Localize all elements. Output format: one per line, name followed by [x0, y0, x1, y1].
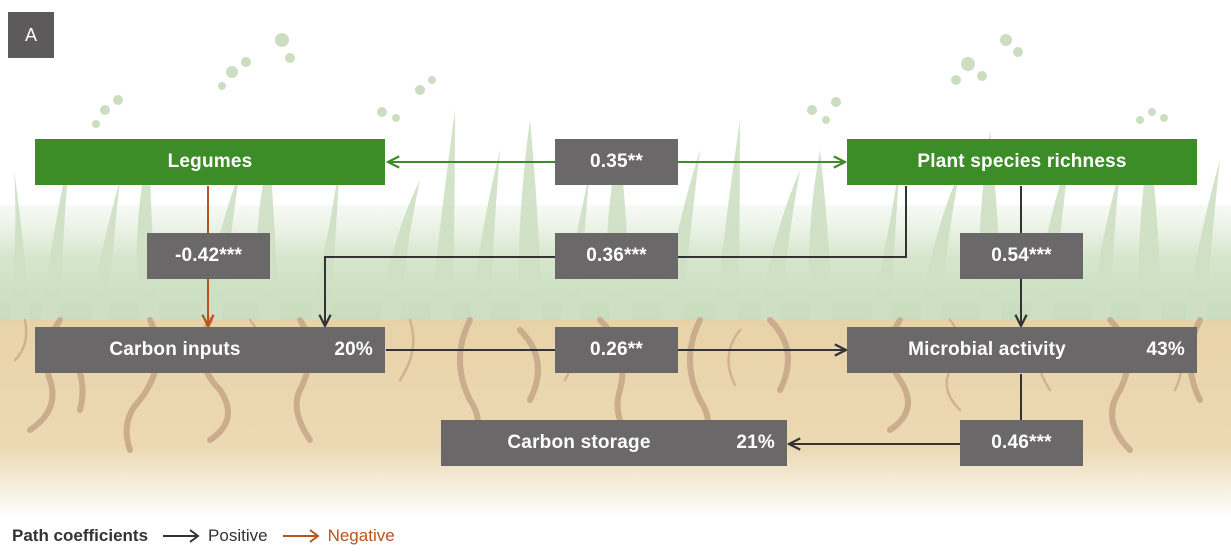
grass-blades — [10, 110, 1220, 320]
flower-heads — [92, 33, 1168, 128]
node-carbon-storage-label: Carbon storage — [507, 432, 651, 453]
panel-label: A — [8, 12, 54, 58]
node-carbon-inputs-label: Carbon inputs — [109, 339, 241, 360]
legend-title: Path coefficients — [12, 526, 149, 545]
node-carbon-storage-r2: 21% — [736, 432, 775, 453]
node-legumes: Legumes — [35, 139, 385, 185]
node-microbial-activity-r2: 43% — [1146, 339, 1185, 360]
coef-richness-inputs: 0.36*** — [555, 233, 678, 279]
coef-legumes-richness: 0.35** — [555, 139, 678, 185]
legend-negative-arrow-icon — [282, 529, 320, 543]
node-plant-species-richness-label: Plant species richness — [917, 151, 1127, 172]
node-carbon-inputs: Carbon inputs 20% — [35, 327, 385, 373]
coef-legumes-inputs: -0.42*** — [147, 233, 270, 279]
coef-microbial-storage: 0.46*** — [960, 420, 1083, 466]
node-microbial-activity-label: Microbial activity — [908, 339, 1066, 360]
coef-richness-microbial: 0.54*** — [960, 233, 1083, 279]
node-carbon-storage: Carbon storage 21% — [441, 420, 787, 466]
node-plant-species-richness: Plant species richness — [847, 139, 1197, 185]
node-microbial-activity: Microbial activity 43% — [847, 327, 1197, 373]
node-carbon-inputs-r2: 20% — [334, 339, 373, 360]
legend: Path coefficients Positive Negative — [12, 522, 395, 550]
legend-positive-arrow-icon — [163, 529, 200, 543]
legend-negative-label: Negative — [327, 526, 395, 545]
node-legumes-label: Legumes — [167, 151, 253, 172]
legend-positive-label: Positive — [208, 526, 268, 545]
coef-inputs-microbial: 0.26** — [555, 327, 678, 373]
